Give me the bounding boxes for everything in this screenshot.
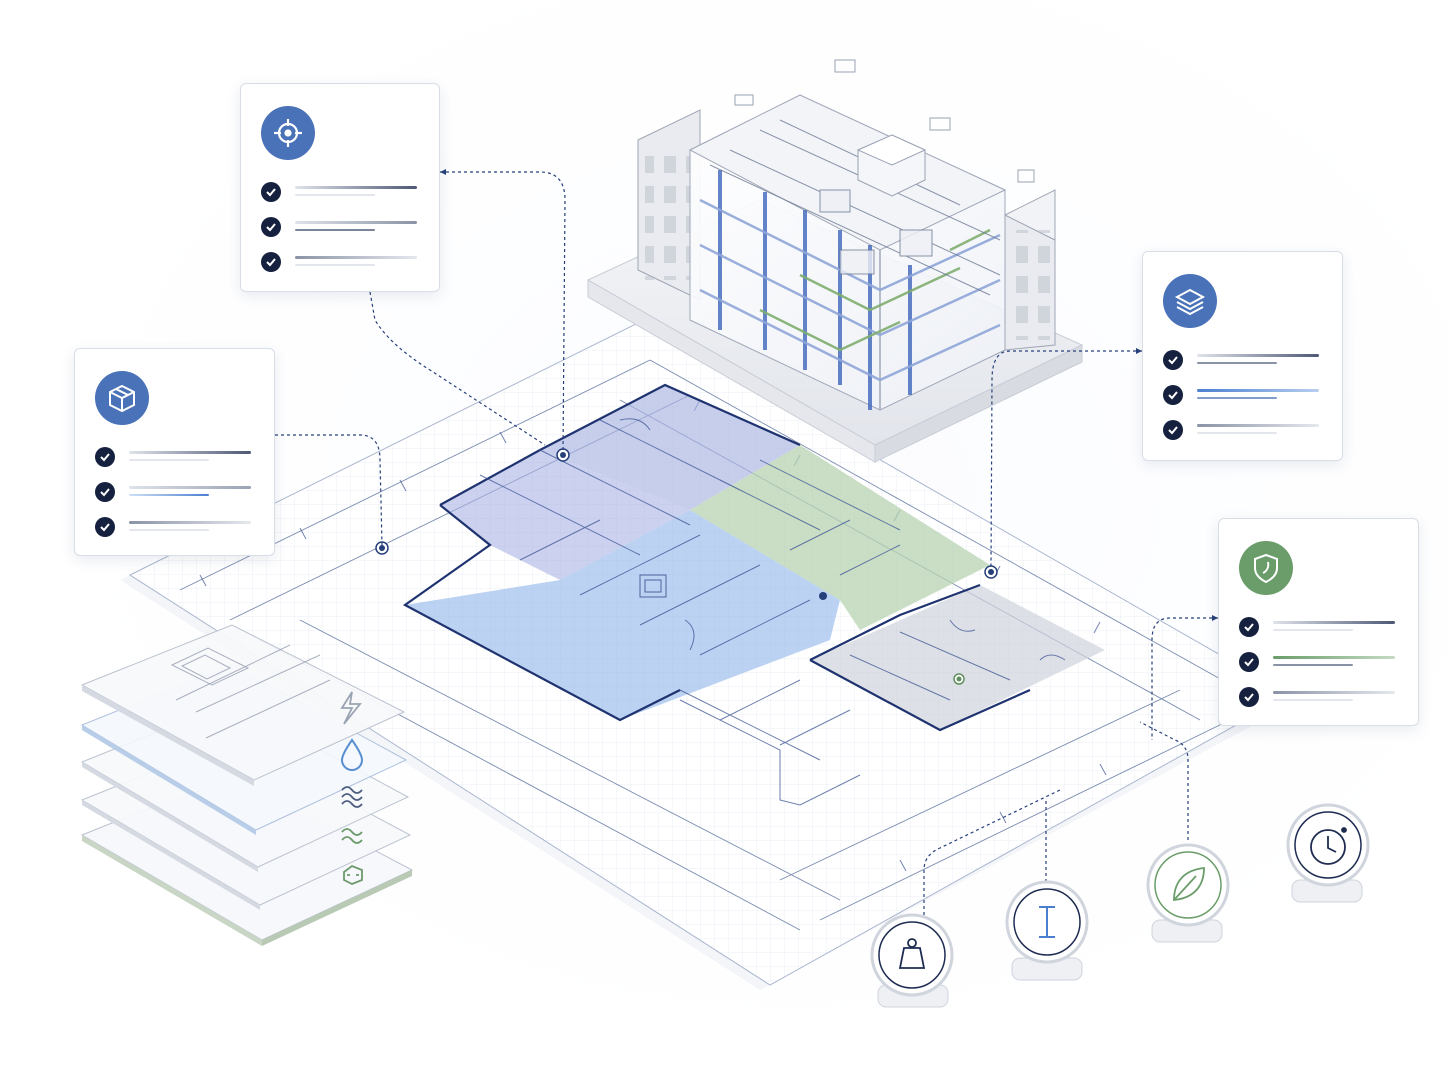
air-flow-icon bbox=[341, 828, 363, 844]
placeholder-line bbox=[1197, 354, 1319, 357]
placeholder-line bbox=[129, 494, 209, 496]
metric-badge-weight bbox=[870, 913, 954, 1008]
placeholder-line bbox=[1197, 362, 1277, 364]
check-icon bbox=[261, 252, 281, 272]
connector-shield-card bbox=[1151, 617, 1218, 740]
placeholder-line bbox=[295, 221, 417, 224]
connector-layers-card bbox=[990, 350, 1142, 567]
placeholder-line bbox=[1273, 691, 1395, 694]
layers-icon bbox=[1174, 288, 1206, 316]
check-icon bbox=[1163, 420, 1183, 440]
placeholder-line bbox=[1273, 699, 1353, 701]
zone-blue bbox=[405, 510, 840, 720]
crosshair-icon bbox=[274, 119, 302, 147]
placeholder-line bbox=[295, 256, 417, 259]
checklist-item bbox=[1239, 687, 1399, 709]
structure-hex-icon bbox=[343, 864, 363, 885]
connector-crosshair-card bbox=[440, 171, 566, 453]
clock-icon bbox=[1310, 827, 1347, 865]
connector-crosshair-card-lower bbox=[369, 291, 546, 446]
heat-wave-icon bbox=[341, 786, 363, 808]
connector-weight-badge bbox=[923, 789, 1061, 915]
check-icon bbox=[95, 517, 115, 537]
placeholder-line bbox=[1273, 629, 1353, 631]
card-icon-badge bbox=[1163, 274, 1217, 328]
check-icon bbox=[1239, 687, 1259, 707]
card-icon-badge bbox=[1239, 541, 1293, 595]
placeholder-line bbox=[1273, 664, 1353, 666]
connector-leaf-badge bbox=[1139, 721, 1189, 840]
building-model bbox=[586, 59, 1084, 463]
check-icon bbox=[95, 482, 115, 502]
leaf-icon bbox=[1173, 866, 1205, 901]
checklist-item bbox=[1239, 617, 1399, 639]
placeholder-line bbox=[295, 186, 417, 189]
electric-bolt-icon bbox=[340, 691, 362, 725]
placeholder-line bbox=[1273, 656, 1395, 659]
check-icon bbox=[1239, 617, 1259, 637]
checklist-item bbox=[1163, 350, 1323, 372]
check-icon bbox=[95, 447, 115, 467]
checklist-item bbox=[95, 517, 255, 539]
card-cube bbox=[74, 348, 275, 556]
placeholder-line bbox=[129, 451, 251, 454]
weight-icon bbox=[898, 938, 926, 969]
checklist-item bbox=[261, 252, 421, 274]
checklist-item bbox=[1239, 652, 1399, 674]
card-layers bbox=[1142, 251, 1343, 461]
metric-badge-leaf bbox=[1146, 843, 1230, 943]
placeholder-line bbox=[295, 229, 375, 231]
placeholder-line bbox=[295, 194, 375, 196]
cube-icon bbox=[109, 384, 135, 413]
checklist-item bbox=[95, 447, 255, 469]
metric-badge-height bbox=[1005, 880, 1089, 981]
placeholder-line bbox=[1273, 621, 1395, 624]
check-icon bbox=[1163, 350, 1183, 370]
placeholder-line bbox=[295, 264, 375, 266]
card-icon-badge bbox=[95, 371, 149, 425]
placeholder-line bbox=[129, 521, 251, 524]
placeholder-line bbox=[1197, 424, 1319, 427]
card-icon-badge bbox=[261, 106, 315, 160]
layer-electrical bbox=[80, 624, 406, 786]
connector-lines bbox=[275, 171, 1218, 915]
check-icon bbox=[261, 182, 281, 202]
shield-icon bbox=[1254, 553, 1278, 584]
placeholder-line bbox=[129, 529, 209, 531]
zone-green bbox=[690, 445, 990, 630]
check-icon bbox=[1239, 652, 1259, 672]
connector-cube-card bbox=[275, 434, 383, 546]
placeholder-line bbox=[129, 486, 251, 489]
card-shield bbox=[1218, 518, 1419, 726]
card-crosshair bbox=[240, 83, 440, 292]
check-icon bbox=[261, 217, 281, 237]
checklist-item bbox=[95, 482, 255, 504]
placeholder-line bbox=[1197, 389, 1319, 392]
placeholder-line bbox=[1197, 397, 1277, 399]
metric-badge-clock bbox=[1286, 803, 1370, 903]
floorplan-walls bbox=[402, 383, 1031, 732]
check-icon bbox=[1163, 385, 1183, 405]
system-layer-stack bbox=[80, 624, 414, 946]
water-drop-icon bbox=[340, 738, 364, 772]
checklist-item bbox=[261, 182, 421, 204]
zone-violet-west bbox=[440, 450, 690, 580]
checklist-item bbox=[261, 217, 421, 239]
checklist-item bbox=[1163, 385, 1323, 407]
height-measure-icon bbox=[1039, 906, 1055, 938]
placeholder-line bbox=[129, 459, 209, 461]
placeholder-line bbox=[1197, 432, 1277, 434]
anchor-dots bbox=[375, 448, 998, 685]
checklist-item bbox=[1163, 420, 1323, 442]
metric-badges bbox=[870, 803, 1370, 1008]
